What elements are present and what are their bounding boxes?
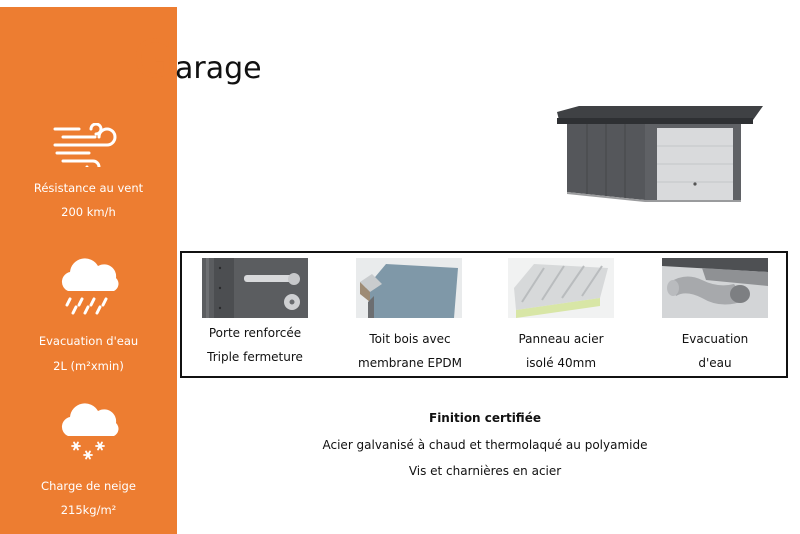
detail-door-line2: Triple fermeture bbox=[207, 350, 303, 364]
feature-wind-label: Résistance au vent bbox=[33, 181, 144, 195]
roof-membrane-image bbox=[356, 258, 462, 318]
detail-roof-line1: Toit bois avec bbox=[369, 332, 451, 346]
detail-roof: Toit bois avec membrane EPDM bbox=[335, 327, 485, 375]
feature-snow: Charge de neige 215kg/m² bbox=[0, 478, 177, 518]
detail-roof-line2: membrane EPDM bbox=[358, 356, 462, 370]
title-initial: G bbox=[133, 30, 174, 90]
finish-line-hinges: Vis et charnières en acier bbox=[408, 464, 562, 478]
gutter-image bbox=[662, 258, 768, 318]
feature-wind-value: 200 km/h bbox=[61, 205, 116, 219]
detail-door: Porte renforcée Triple fermeture bbox=[189, 321, 321, 369]
feature-rain: Evacuation d'eau 2L (m²xmin) bbox=[0, 333, 177, 374]
detail-gutter-line1: Evacuation bbox=[681, 332, 749, 346]
features-box: Porte renforcée Triple fermeture Toit bo… bbox=[180, 251, 788, 378]
feature-wind: Résistance au vent 200 km/h bbox=[0, 180, 177, 220]
detail-panel-line2: isolé 40mm bbox=[525, 356, 597, 370]
title-rest: arage bbox=[175, 51, 262, 86]
detail-panel-line1: Panneau acier bbox=[518, 332, 604, 346]
detail-door-line1: Porte renforcée bbox=[208, 326, 302, 340]
finish-heading: Finition certifiée bbox=[429, 411, 541, 425]
feature-sidebar: Résistance au vent 200 km/h Evacuation d… bbox=[0, 7, 177, 534]
feature-snow-label: Charge de neige bbox=[41, 479, 136, 493]
finish-line-galvanized: Acier galvanisé à chaud et thermolaqué a… bbox=[322, 438, 648, 452]
wind-icon bbox=[0, 123, 177, 167]
steel-panel-image bbox=[508, 258, 614, 318]
detail-panel: Panneau acier isolé 40mm bbox=[492, 327, 630, 375]
feature-rain-value: 2L (m²xmin) bbox=[53, 359, 124, 373]
rain-cloud-icon bbox=[0, 255, 177, 317]
door-lock-image bbox=[202, 258, 308, 318]
feature-rain-label: Evacuation d'eau bbox=[38, 334, 139, 348]
garage-shed-image bbox=[553, 104, 768, 224]
snow-cloud-icon bbox=[0, 400, 177, 462]
feature-snow-value: 215kg/m² bbox=[60, 503, 117, 517]
detail-gutter-line2: d'eau bbox=[698, 356, 732, 370]
detail-gutter: Evacuation d'eau bbox=[647, 327, 783, 375]
